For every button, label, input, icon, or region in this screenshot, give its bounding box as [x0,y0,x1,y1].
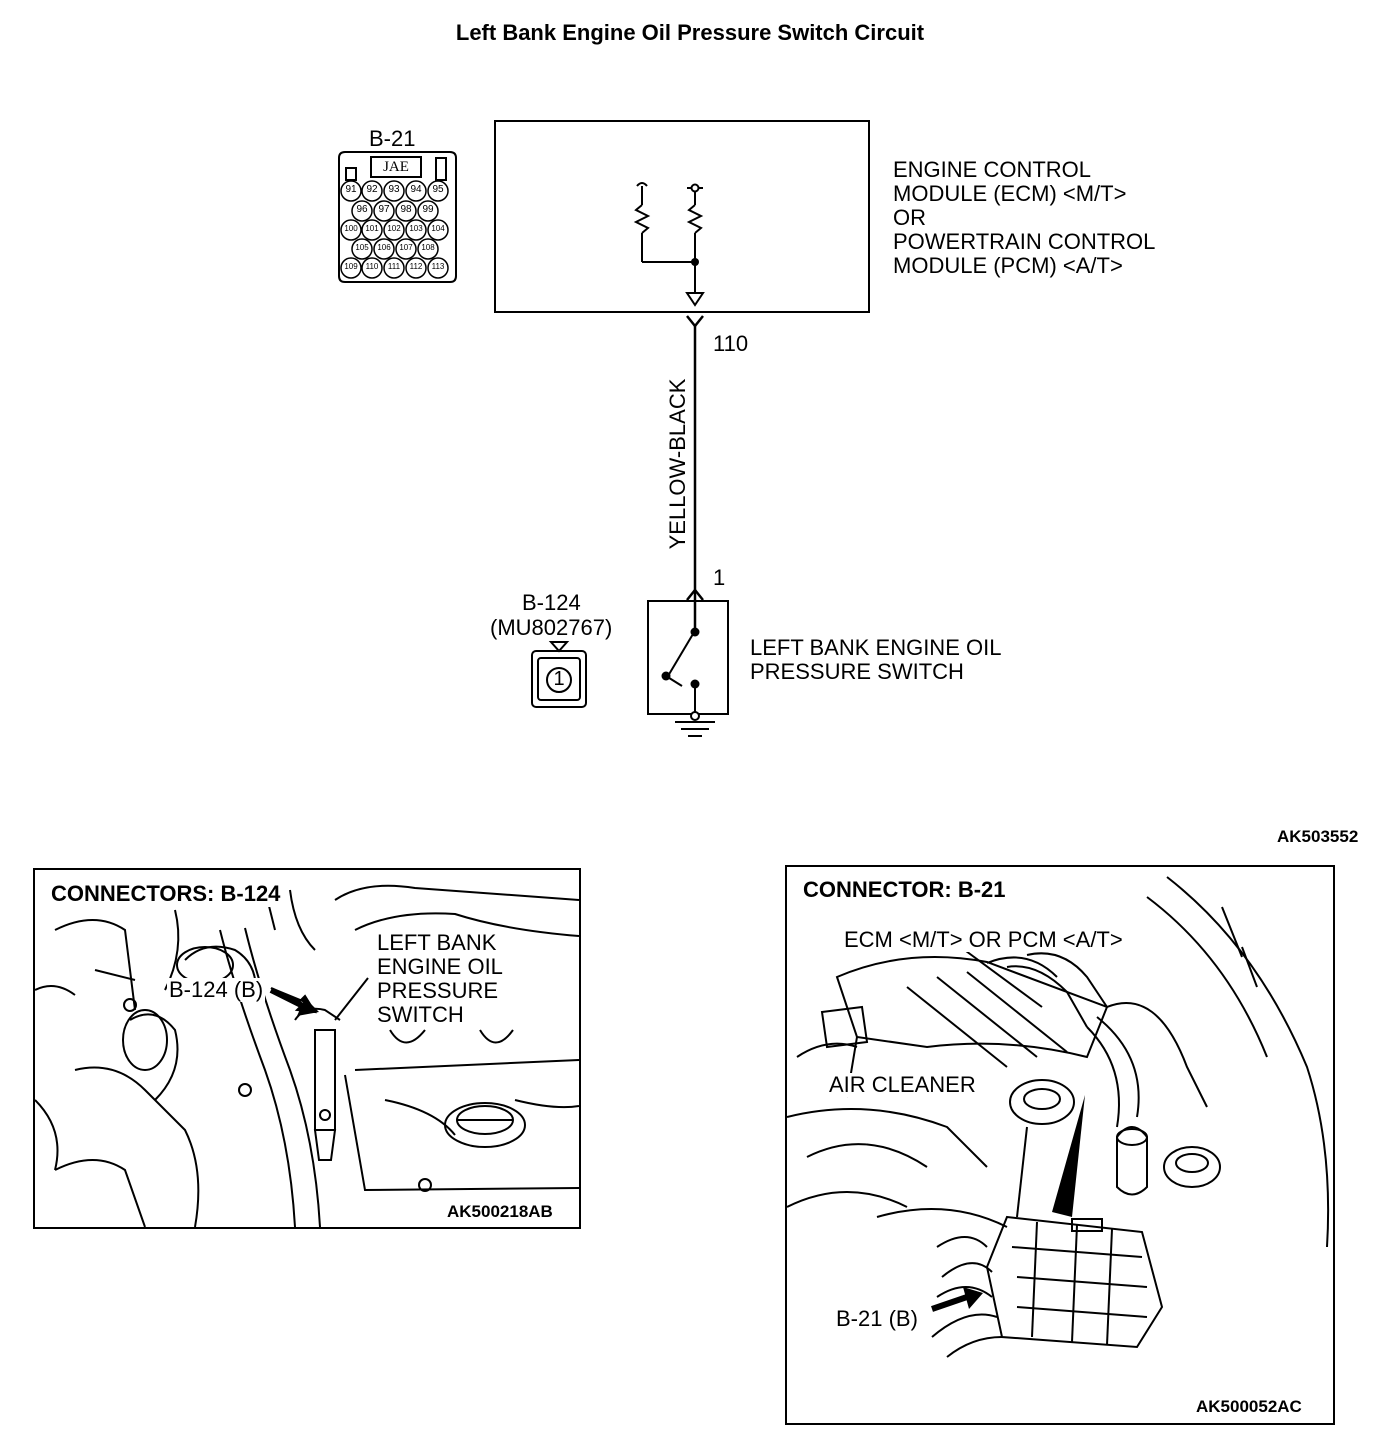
pin-label: 93 [388,184,400,195]
diagram-title: Left Bank Engine Oil Pressure Switch Cir… [455,20,925,45]
ground-symbol [675,711,715,737]
pin-label: 94 [410,184,422,195]
b21-connector-id: B-21 [369,126,416,151]
pin-label: 101 [365,224,379,233]
pin-label: 97 [378,204,390,215]
pointer-arrow [1052,1095,1085,1217]
pin-label: 110 [365,262,379,271]
pin-label: 98 [400,204,412,215]
pin-label: 112 [409,262,423,271]
b124-connector-id: B-124 [522,590,581,615]
b124-connector-face [531,641,587,708]
switch-symbol [665,600,696,718]
pin-label: 91 [345,184,357,195]
ecm-label: ENGINE CONTROL MODULE (ECM) <M/T> OR POW… [893,158,1155,278]
pin-label: 107 [399,243,413,252]
pin-label: 108 [421,243,435,252]
pin-label: 113 [431,262,445,271]
air-cleaner-label: AIR CLEANER [827,1072,978,1097]
switch-label-line: LEFT BANK ENGINE OIL [750,635,1002,660]
panel-code: AK500218AB [445,1202,555,1222]
junction-dot [691,258,699,266]
ecm-label-line: MODULE (ECM) <M/T> [893,181,1127,206]
pin-label: 106 [377,243,391,252]
pin-label: 111 [387,262,401,271]
engine-illustration-left [35,884,579,1227]
ecm-internal-circuit [633,182,705,307]
pin-label: 105 [355,243,369,252]
pin-label: 99 [422,204,434,215]
connector-callout: B-124 (B) [167,977,266,1002]
b21-connector-face [338,151,457,283]
b124-pin-number: 1 [553,668,565,690]
pin-label: 95 [432,184,444,195]
ecm-location-label: ECM <M/T> OR PCM <A/T> [842,927,1125,952]
pin-label: 102 [387,224,401,233]
b21-pin-circles [340,180,449,279]
connector-b21-location-panel: CONNECTOR: B-21 ECM <M/T> OR PCM <A/T> A… [785,865,1335,1425]
engine-illustration-right [787,876,1330,1358]
connector-b124-location-panel: CONNECTORS: B-124 B-124 (B) LEFT BANK EN… [33,868,581,1229]
pin-label: 103 [409,224,423,233]
switch-location-label: LEFT BANK ENGINE OIL PRESSURE SWITCH [375,931,505,1027]
b124-part-number: (MU802767) [490,615,613,640]
location-label-line: SWITCH [377,1002,464,1027]
ecm-label-line: MODULE (PCM) <A/T> [893,253,1123,278]
ecm-box [494,120,870,313]
pin-label: 104 [431,224,445,233]
location-label-line: ENGINE OIL [377,954,503,979]
ecm-label-line: OR [893,205,926,230]
panel-heading: CONNECTOR: B-21 [801,877,1008,903]
switch-label-line: PRESSURE SWITCH [750,659,964,684]
panel-code: AK500052AC [1194,1397,1304,1417]
pin-label: 109 [344,262,358,271]
circuit-schematic [338,120,870,737]
pin-label: 100 [344,224,358,233]
wire-color-label: YELLOW-BLACK [665,378,690,550]
switch-pin-number: 1 [713,565,726,590]
figure-code: AK503552 [1277,827,1359,846]
pin-label: 92 [366,184,378,195]
location-label-line: PRESSURE [377,978,499,1003]
b21-connector-type: JAE [383,159,409,175]
ecm-label-line: ENGINE CONTROL [893,157,1092,182]
panel-heading: CONNECTORS: B-124 [49,881,283,907]
ecm-label-line: POWERTRAIN CONTROL [893,229,1156,254]
switch-label: LEFT BANK ENGINE OIL PRESSURE SWITCH [750,636,1001,684]
location-label-line: LEFT BANK [377,930,497,955]
pin-label: 96 [356,204,368,215]
ecm-pin-number: 110 [713,331,749,356]
connector-callout: B-21 (B) [834,1306,920,1331]
switch-box [647,600,729,715]
